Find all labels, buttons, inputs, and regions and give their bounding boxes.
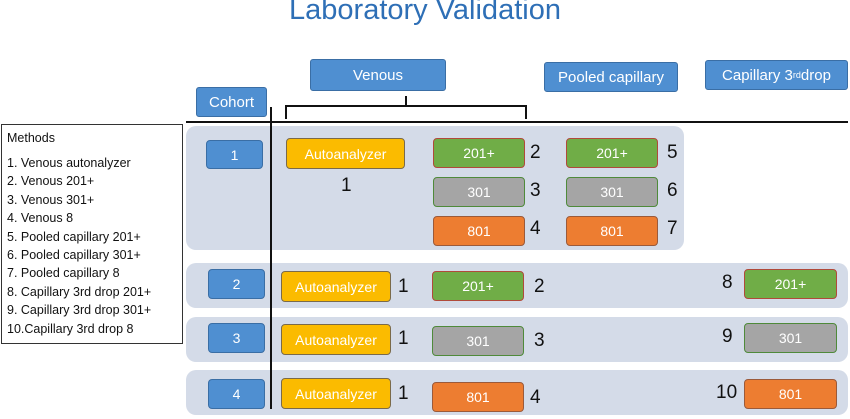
cohort-4-box: 4 <box>208 379 265 409</box>
cohort-1-pooled-201-number: 5 <box>667 142 678 163</box>
method-item: 8. Capillary 3rd drop 201+ <box>7 284 152 299</box>
cohort-1-venous-301-number: 3 <box>530 180 541 201</box>
method-item: 4. Venous 8 <box>7 211 74 226</box>
capillary-header-superscript: rd <box>792 70 801 80</box>
header-rule <box>186 121 848 123</box>
bracket-bar <box>285 105 527 107</box>
cohort-4-autoanalyzer-number: 1 <box>398 383 409 404</box>
cohort-3-box: 3 <box>208 323 265 353</box>
bracket-stem <box>405 96 407 106</box>
cohort-1-pooled-801-number: 7 <box>667 218 678 239</box>
cohort-3-autoanalyzer-number: 1 <box>398 328 409 349</box>
cohort-1-pooled-201: 201+ <box>566 138 658 168</box>
cohort-2-autoanalyzer-number: 1 <box>398 276 409 297</box>
cohort-1-autoanalyzer: Autoanalyzer <box>286 138 405 169</box>
cohort-1-pooled-801: 801 <box>566 216 658 246</box>
method-item: 2. Venous 201+ <box>7 174 95 189</box>
method-item: 9. Capillary 3rd drop 301+ <box>7 303 152 318</box>
methods-title: Methods <box>7 131 55 145</box>
cohort-3-venous-301: 301 <box>432 326 524 356</box>
cohort-3-autoanalyzer: Autoanalyzer <box>281 324 391 355</box>
cohort-1-venous-801: 801 <box>433 216 525 246</box>
cohort-divider <box>270 107 272 409</box>
capillary-header-text: Capillary 3 <box>722 66 793 84</box>
method-item: 1. Venous autonalyzer <box>7 156 131 170</box>
cohort-3-capillary-301: 301 <box>744 323 837 353</box>
cohort-1-venous-201-number: 2 <box>530 142 541 163</box>
method-item: 6. Pooled capillary 301+ <box>7 248 141 263</box>
cohort-4-capillary-801: 801 <box>744 379 837 409</box>
cohort-4-capillary-number: 10 <box>716 382 738 403</box>
cohort-1-box: 1 <box>206 140 263 169</box>
cohort-1-venous-201: 201+ <box>433 138 525 168</box>
page-title: Laboratory Validation <box>289 0 561 26</box>
cohort-4-autoanalyzer: Autoanalyzer <box>281 378 391 409</box>
cohort-2-autoanalyzer: Autoanalyzer <box>281 271 391 302</box>
cohort-1-venous-801-number: 4 <box>530 218 541 239</box>
method-item: 7. Pooled capillary 8 <box>7 266 120 281</box>
methods-legend: Methods 1. Venous autonalyzer 2. Venous … <box>1 124 183 344</box>
cohort-1-autoanalyzer-number: 1 <box>341 175 352 196</box>
bracket-left-leg <box>285 105 287 119</box>
bracket-right-leg <box>525 105 527 119</box>
cohort-3-capillary-number: 9 <box>722 326 733 347</box>
cohort-2-capillary-201: 201+ <box>744 269 837 299</box>
cohort-1-venous-301: 301 <box>433 177 525 207</box>
method-item: 10.Capillary 3rd drop 8 <box>7 321 134 336</box>
cohort-header: Cohort <box>196 87 267 117</box>
methods-list: 1. Venous autonalyzer 2. Venous 201+ 3. … <box>7 154 177 338</box>
pooled-capillary-header: Pooled capillary <box>544 62 678 92</box>
cohort-2-venous-201: 201+ <box>432 271 524 301</box>
method-item: 3. Venous 301+ <box>7 192 95 207</box>
cohort-2-box: 2 <box>208 269 265 299</box>
cohort-2-capillary-number: 8 <box>722 272 733 293</box>
cohort-1-pooled-301: 301 <box>566 177 658 207</box>
cohort-3-venous-number: 3 <box>534 330 545 351</box>
method-item: 5. Pooled capillary 201+ <box>7 229 141 244</box>
cohort-2-venous-number: 2 <box>534 276 545 297</box>
capillary-header-suffix: drop <box>800 66 831 84</box>
cohort-1-pooled-301-number: 6 <box>667 180 678 201</box>
cohort-4-venous-801: 801 <box>432 382 524 412</box>
venous-header: Venous <box>310 59 446 91</box>
cohort-4-venous-number: 4 <box>530 387 541 408</box>
